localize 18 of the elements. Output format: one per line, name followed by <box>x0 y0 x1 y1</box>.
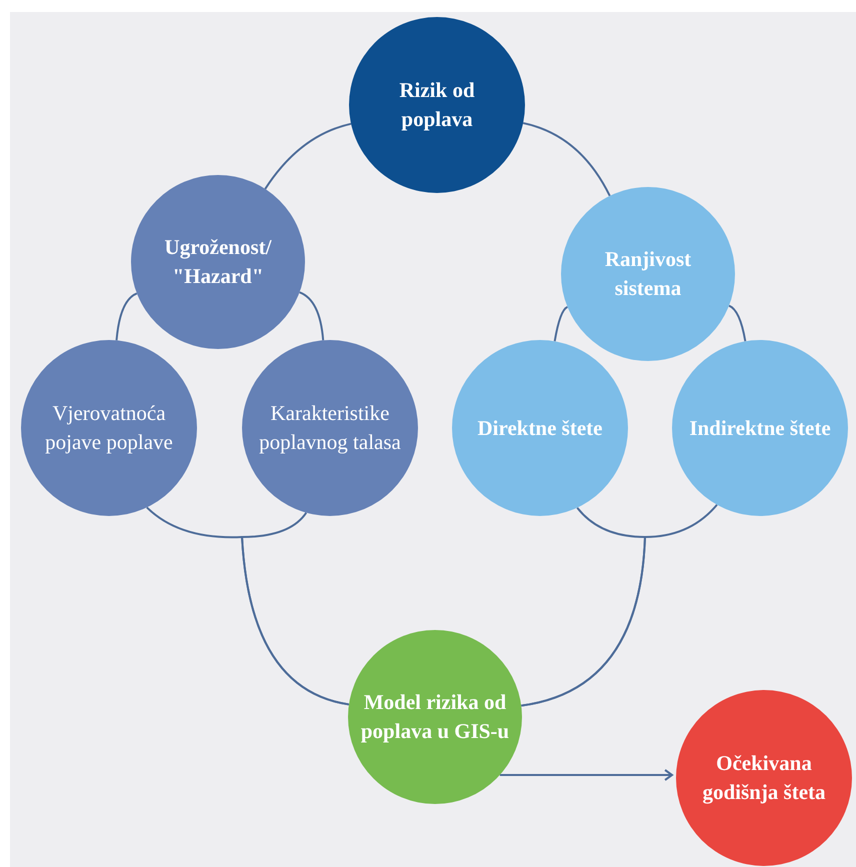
node-label: Rizik od poplava <box>398 77 476 133</box>
connector-line <box>521 504 718 707</box>
node-label: Očekivana godišnja šteta <box>701 750 827 806</box>
connector-line <box>241 512 350 706</box>
arrow <box>500 769 674 781</box>
node-label: Ugroženost/ "Hazard" <box>164 234 273 290</box>
node-label: Indirektne štete <box>689 414 831 442</box>
connector-line <box>116 292 138 340</box>
node-label: Karakteristike poplavnog talasa <box>258 400 402 456</box>
connector-line <box>554 306 568 342</box>
connector-line <box>522 122 611 196</box>
node-label: Direktne štete <box>478 414 602 442</box>
node-label: Ranjivost sistema <box>604 246 692 302</box>
connector-line <box>728 304 746 342</box>
node-label: Model rizika od poplava u GIS-u <box>360 689 510 745</box>
node-label: Vjerovatnoća pojave poplave <box>44 400 174 456</box>
connector-line <box>299 291 324 340</box>
connector-line <box>264 122 352 190</box>
